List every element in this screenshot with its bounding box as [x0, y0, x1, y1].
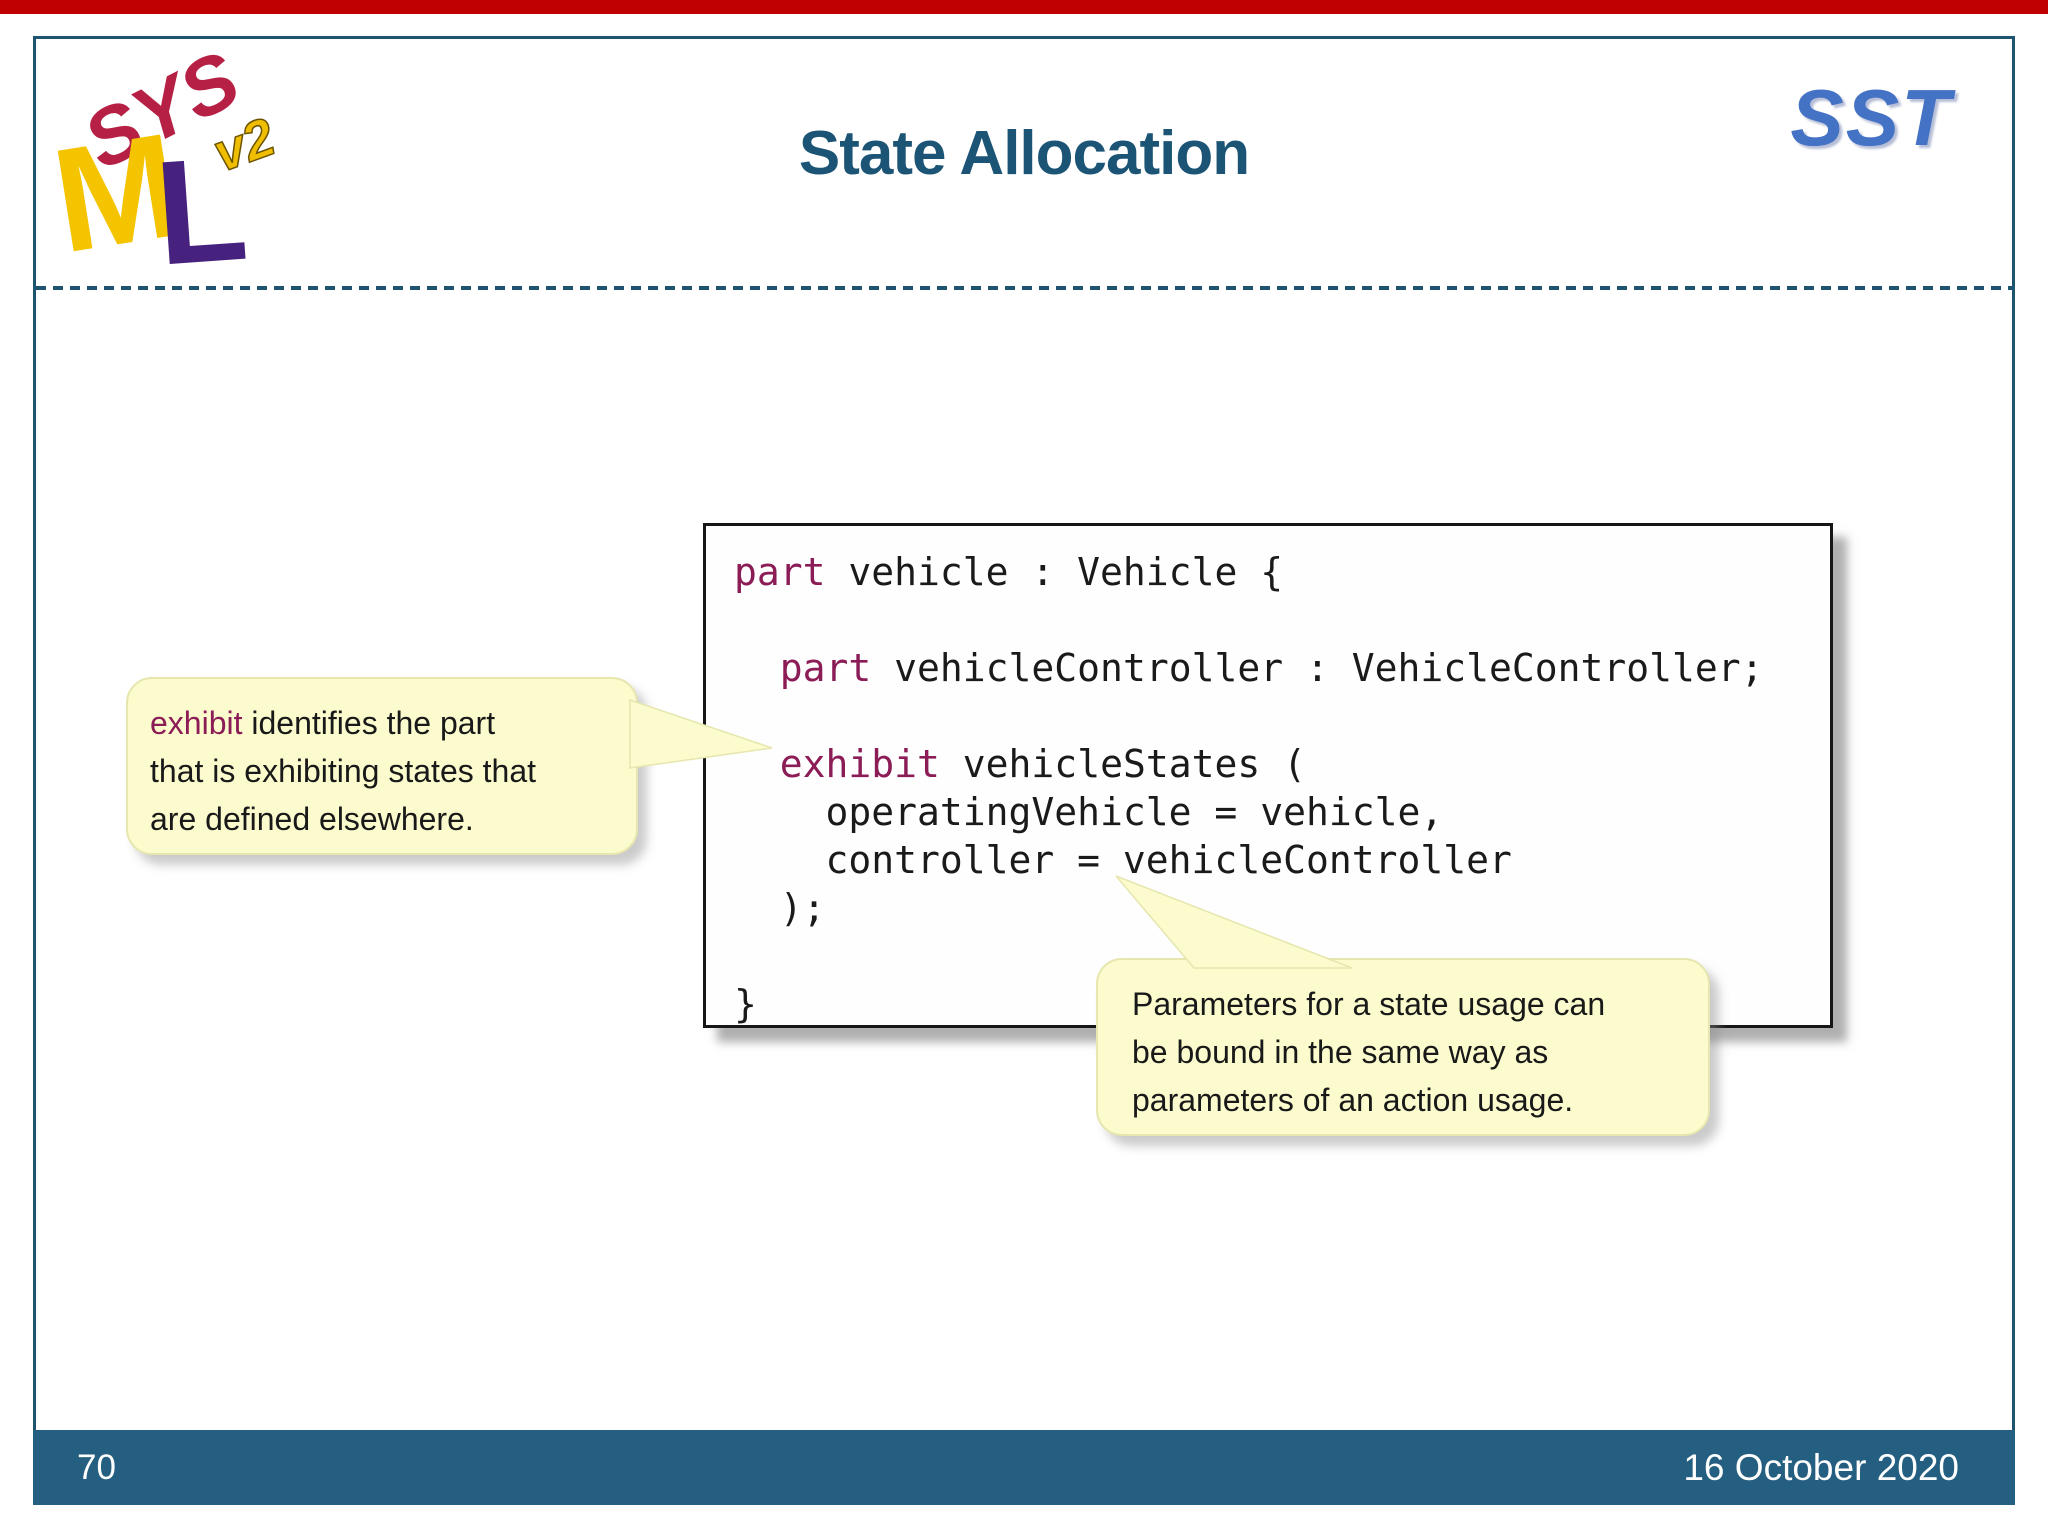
- code-block: part vehicle : Vehicle { part vehicleCon…: [703, 523, 1833, 1028]
- sysml-v2-logo-icon: SYS M L v2: [43, 34, 283, 297]
- page-number: 70: [77, 1447, 116, 1487]
- footer-date: 16 October 2020: [1683, 1446, 1959, 1488]
- callout-exhibit: exhibit identifies the part that is exhib…: [126, 677, 638, 855]
- text-line: that is exhibiting states that: [150, 753, 536, 789]
- footer-bar: 70 16 October 2020: [33, 1430, 2015, 1505]
- text-line: exhibit identifies the part: [150, 705, 496, 741]
- text-line: );: [734, 886, 826, 930]
- top-accent-bar: [0, 0, 2048, 14]
- slide-title: State Allocation: [798, 119, 1250, 188]
- text-line: controller = vehicleController: [734, 838, 1512, 882]
- logo-l-text: L: [151, 126, 253, 283]
- logo-m-text: M: [56, 102, 191, 283]
- text-line: [734, 692, 1830, 740]
- text-line: }: [734, 982, 757, 1026]
- text-line: are defined elsewhere.: [150, 801, 474, 837]
- text-line: Parameters for a state usage can: [1132, 986, 1606, 1022]
- text-line: exhibit vehicleStates (: [779, 742, 1306, 786]
- sysml-v2-logo: SYS M L v2: [43, 34, 286, 297]
- callout-parameters: Parameters for a state usage can be bound…: [1096, 958, 1710, 1136]
- text-line: part vehicleController : VehicleControll…: [779, 646, 1764, 690]
- header-dashed-divider: [36, 286, 2012, 290]
- text-line: operatingVehicle = vehicle,: [734, 790, 1444, 834]
- text-line: part vehicle : Vehicle {: [734, 550, 1284, 594]
- text-line: parameters of an action usage.: [1132, 1082, 1574, 1118]
- text-line: [734, 596, 1830, 644]
- brand-sst: SST: [1790, 73, 1952, 162]
- text-line: be bound in the same way as: [1132, 1034, 1549, 1070]
